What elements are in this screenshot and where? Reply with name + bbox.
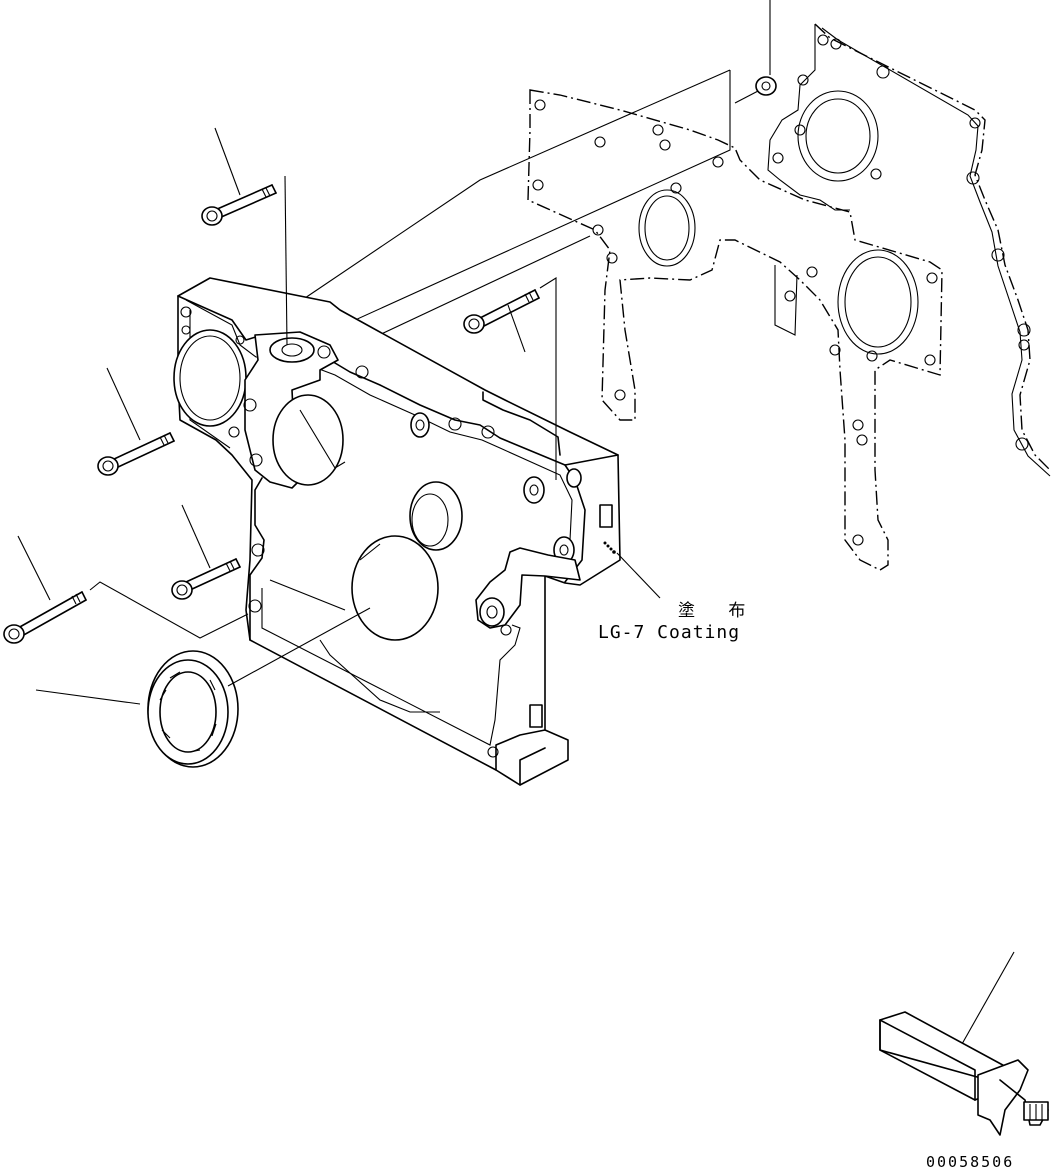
drawing-number: 00058506 [926,1153,1015,1171]
coating-leader-line [616,552,661,599]
bolt-middle-left [97,367,175,476]
coating-note-english: LG-7 Coating [598,622,741,643]
bolt-long-bottom-left [3,535,249,644]
front-cover-gasket [527,89,943,571]
seal-installer-tool [879,951,1049,1136]
bolt-mid-right [463,277,557,480]
bolt-lower-left [171,504,241,600]
front-timing-cover [173,277,621,786]
bolt-upper-left [201,127,288,346]
front-oil-seal [35,607,371,768]
rear-plate-gasket [767,23,1051,477]
coating-note-japanese: 塗 布 [678,601,760,621]
flange-nut [755,0,777,96]
